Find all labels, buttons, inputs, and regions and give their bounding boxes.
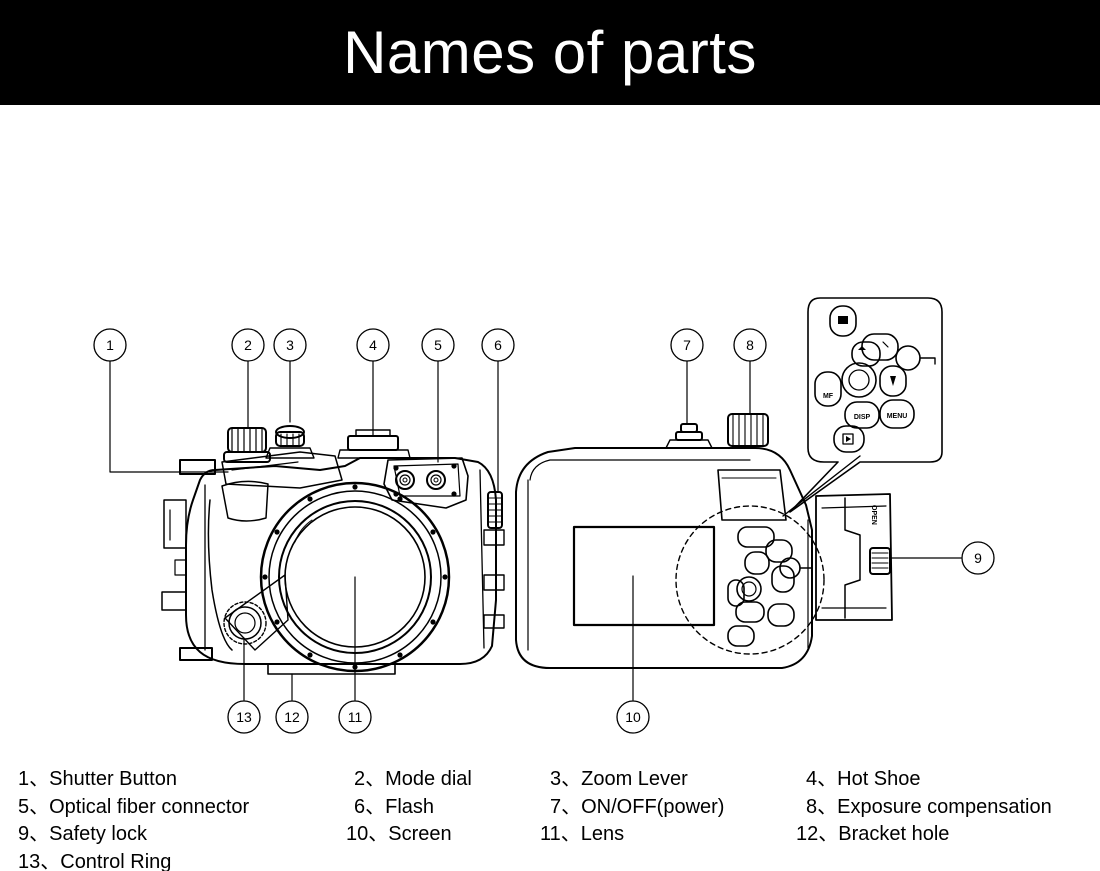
legend-item: 5、Optical fiber connector [18, 796, 250, 818]
callout-7: 7 [670, 328, 704, 362]
callout-1: 1 [93, 328, 127, 362]
housing-diagram: 1 2 3 4 5 6 7 8 9 10 11 12 13 DISP MENU … [93, 297, 995, 734]
button-closeup-inset [789, 297, 943, 513]
power-button [665, 423, 713, 449]
title-banner: Names of parts [0, 0, 1100, 105]
safety-lock-latch [815, 493, 893, 621]
svg-text:13: 13 [236, 709, 252, 725]
legend-item: 6、Flash [354, 796, 435, 818]
callout-9: 9 [961, 541, 995, 575]
svg-text:11: 11 [348, 709, 363, 725]
legend-item: 1、Shutter Button [18, 768, 177, 790]
svg-text:7: 7 [683, 337, 691, 353]
control-ring [223, 574, 289, 651]
callout-12: 12 [275, 700, 309, 734]
menu-button-label: MENU [887, 413, 908, 420]
svg-text:9: 9 [974, 550, 982, 566]
svg-text:4: 4 [369, 337, 377, 353]
callout-6: 6 [481, 328, 515, 362]
legend-item: 7、ON/OFF(power) [550, 796, 725, 818]
legend-item: 13、Control Ring [18, 851, 172, 871]
svg-text:12: 12 [284, 709, 300, 725]
back-housing [515, 413, 893, 669]
exposure-compensation-dial [727, 413, 769, 447]
page-title: Names of parts [343, 19, 757, 86]
svg-text:8: 8 [746, 337, 754, 353]
screen [572, 525, 716, 627]
callout-3: 3 [273, 328, 307, 362]
disp-button-label: DISP [854, 414, 871, 421]
svg-text:2: 2 [244, 337, 252, 353]
callout-4: 4 [356, 328, 390, 362]
callout-10: 10 [616, 700, 650, 734]
callouts: 1 2 3 4 5 6 7 8 9 10 11 12 13 [93, 328, 995, 734]
svg-text:1: 1 [106, 337, 114, 353]
optical-fiber-connector [383, 457, 469, 509]
legend-item: 4、Hot Shoe [806, 768, 921, 790]
leader-lines [109, 360, 962, 701]
mode-dial [223, 427, 271, 463]
legend-item: 10、Screen [346, 823, 452, 845]
callout-13: 13 [227, 700, 261, 734]
callout-8: 8 [733, 328, 767, 362]
svg-text:5: 5 [434, 337, 442, 353]
parts-legend: 1、Shutter Button 2、Mode dial 3、Zoom Leve… [0, 760, 1100, 871]
back-control-buttons [727, 526, 813, 647]
zoom-lever [265, 425, 315, 459]
legend-item: 11、Lens [540, 823, 625, 845]
flash [487, 491, 503, 529]
callout-5: 5 [421, 328, 455, 362]
legend-item: 8、Exposure compensation [806, 796, 1052, 818]
hot-shoe [337, 429, 411, 459]
svg-text:10: 10 [625, 709, 641, 725]
legend-item: 12、Bracket hole [796, 823, 950, 845]
mf-button-label: MF [823, 393, 834, 400]
open-label: OPEN [870, 505, 877, 525]
svg-text:6: 6 [494, 337, 502, 353]
callout-2: 2 [231, 328, 265, 362]
svg-text:3: 3 [286, 337, 294, 353]
front-housing [161, 425, 505, 675]
callout-11: 11 [338, 700, 372, 734]
legend-item: 3、Zoom Lever [550, 768, 688, 790]
legend-item: 9、Safety lock [18, 823, 147, 845]
legend-item: 2、Mode dial [354, 768, 472, 790]
